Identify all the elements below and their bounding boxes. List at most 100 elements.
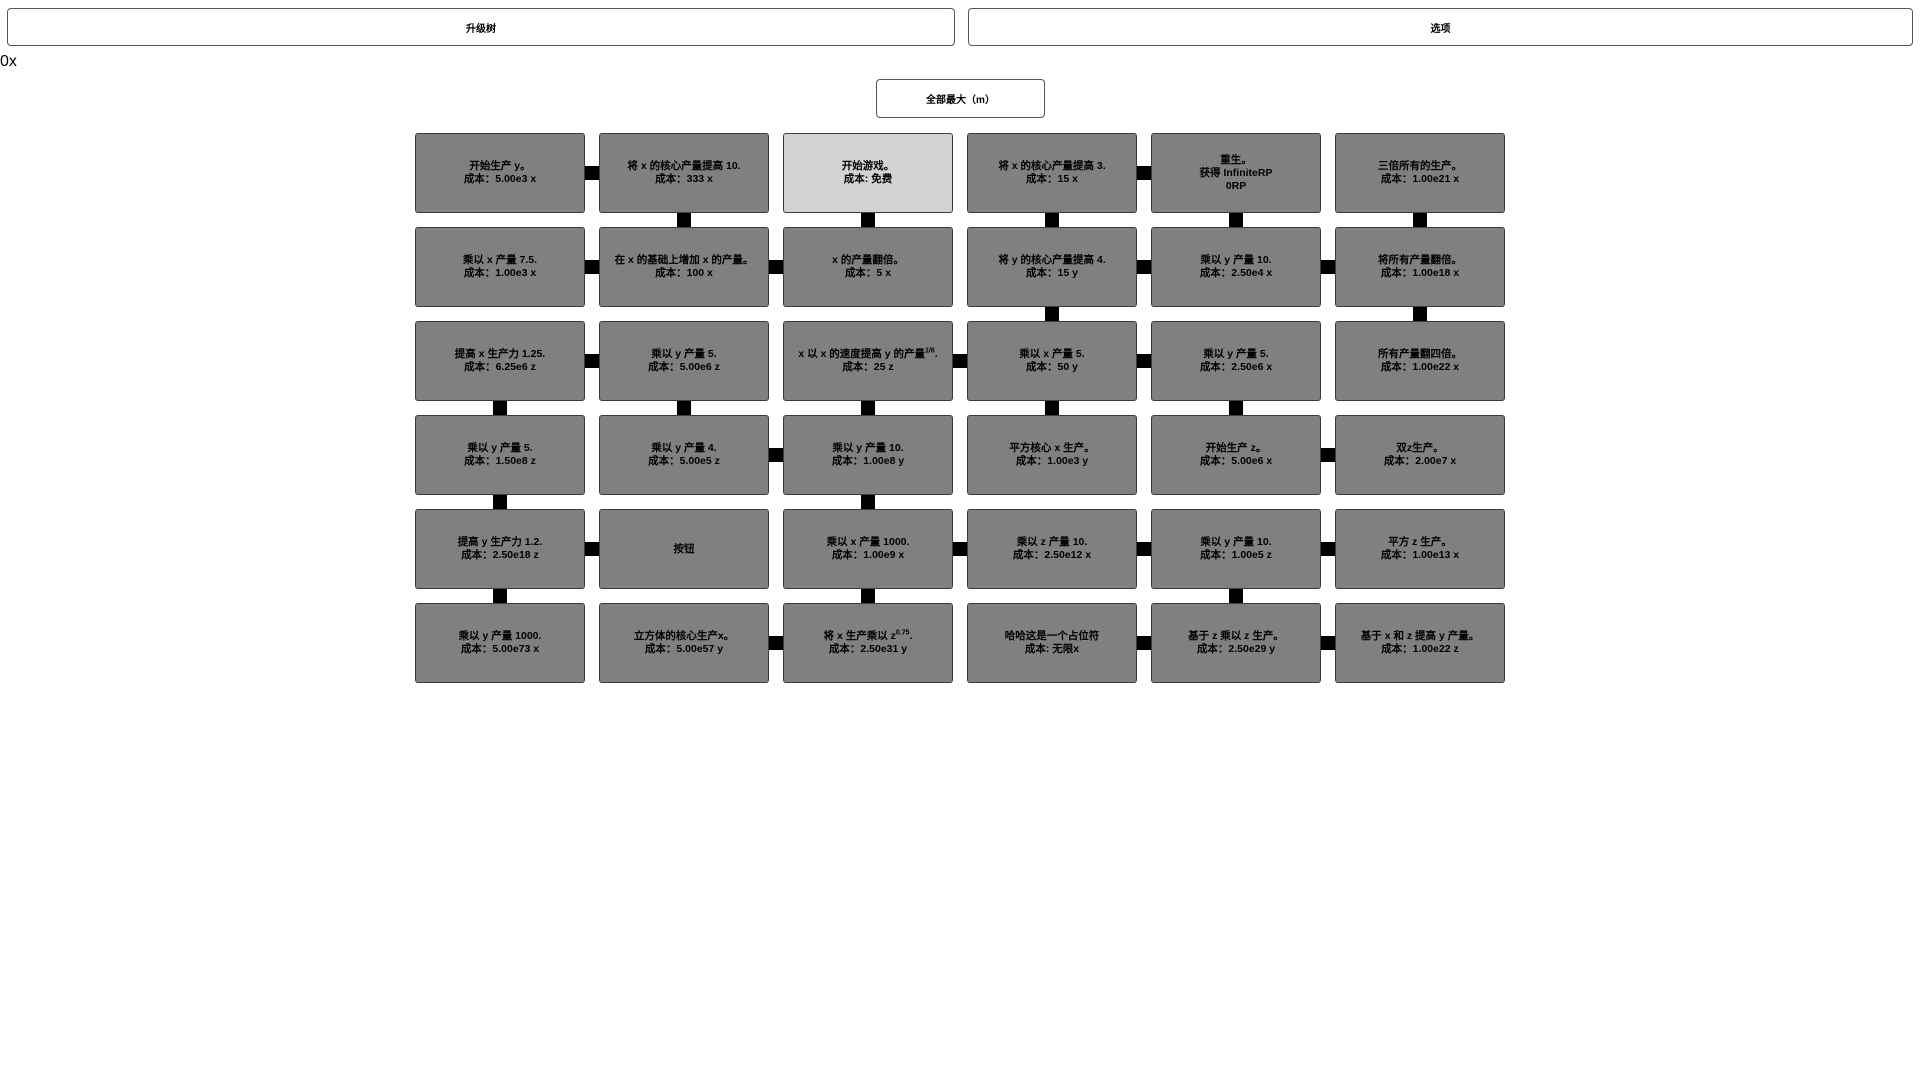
tree-connector xyxy=(583,166,601,180)
upgrade-description: 在 x 的基础上增加 x 的产量。 xyxy=(614,254,754,266)
upgrade-description: 双z生产。 xyxy=(1396,442,1444,454)
upgrade-x-times-z[interactable]: 将 x 生产乘以 z0.75.成本：2.50e31 y xyxy=(783,603,953,683)
tree-connector xyxy=(1229,399,1243,417)
upgrade-cost: 成本：2.50e4 x xyxy=(1199,267,1273,279)
tree-connector xyxy=(1319,260,1337,274)
upgrade-cost: 成本：1.00e22 x xyxy=(1380,361,1460,373)
upgrade-mult-y-4[interactable]: 乘以 y 产量 4.成本：5.00e5 z xyxy=(599,415,769,495)
upgrade-start-z[interactable]: 开始生产 z。成本：5.00e6 x xyxy=(1151,415,1321,495)
upgrade-mult-y-10-b[interactable]: 乘以 y 产量 10.成本：1.00e8 y xyxy=(783,415,953,495)
upgrade-description: 提高 x 生产力 1.25. xyxy=(454,348,546,360)
upgrade-cost: 成本：1.00e3 x xyxy=(463,267,537,279)
upgrade-description: 乘以 z 产量 10. xyxy=(1016,536,1088,548)
upgrade-mult-y-5-b[interactable]: 乘以 y 产量 5.成本：2.50e6 x xyxy=(1151,321,1321,401)
tab-upgrade-tree[interactable]: 升级树 xyxy=(7,8,955,46)
upgrade-mult-y-5-c[interactable]: 乘以 y 产量 5.成本：1.50e8 z xyxy=(415,415,585,495)
upgrade-double-all[interactable]: 将所有产量翻倍。成本：1.00e18 x xyxy=(1335,227,1505,307)
upgrade-description: 开始游戏。 xyxy=(841,160,895,172)
tree-connector xyxy=(583,354,601,368)
upgrade-z-mult-z[interactable]: 基于 z 乘以 z 生产。成本：2.50e29 y xyxy=(1151,603,1321,683)
upgrade-mult-y-5-a[interactable]: 乘以 y 产量 5.成本：5.00e6 z xyxy=(599,321,769,401)
upgrade-cost: 成本：2.50e29 y xyxy=(1196,643,1276,655)
upgrade-mult-z-10[interactable]: 乘以 z 产量 10.成本：2.50e12 x xyxy=(967,509,1137,589)
upgrade-square-core-x[interactable]: 平方核心 x 生产。成本：1.00e3 y xyxy=(967,415,1137,495)
upgrade-description: 将 x 的核心产量提高 3. xyxy=(998,160,1106,172)
upgrade-y-power-1-2[interactable]: 提高 y 生产力 1.2.成本：2.50e18 z xyxy=(415,509,585,589)
upgrade-cost: 成本：1.00e22 z xyxy=(1381,643,1459,655)
upgrade-add-x-base[interactable]: 在 x 的基础上增加 x 的产量。成本：100 x xyxy=(599,227,769,307)
upgrade-cost: 成本：2.00e7 x xyxy=(1383,455,1457,467)
upgrade-cost: 成本：1.00e21 x xyxy=(1380,173,1460,185)
tree-connector xyxy=(493,399,507,417)
upgrade-description: 将 x 生产乘以 z0.75. xyxy=(823,629,913,643)
upgrade-y-core-4[interactable]: 将 y 的核心产量提高 4.成本：15 y xyxy=(967,227,1137,307)
upgrade-double-x[interactable]: x 的产量翻倍。成本：5 x xyxy=(783,227,953,307)
upgrade-xz-boost-y[interactable]: 基于 x 和 z 提高 y 产量。成本：1.00e22 z xyxy=(1335,603,1505,683)
tree-connector xyxy=(1135,354,1153,368)
upgrade-cost: 0RP xyxy=(1225,179,1247,192)
tree-connector xyxy=(861,399,875,417)
tree-connector xyxy=(1135,542,1153,556)
upgrade-cost: 成本：333 x xyxy=(655,173,713,185)
upgrade-mult-x-5[interactable]: 乘以 x 产量 5.成本：50 y xyxy=(967,321,1137,401)
tree-connector xyxy=(1135,166,1153,180)
upgrade-cost: 成本: 免费 xyxy=(843,173,893,185)
upgrade-cost: 成本：5.00e73 x xyxy=(460,643,540,655)
upgrade-mult-y-1000[interactable]: 乘以 y 产量 1000.成本：5.00e73 x xyxy=(415,603,585,683)
upgrade-description: 立方体的核心生产x。 xyxy=(633,630,735,642)
upgrade-cost: 成本: 无限x xyxy=(1024,643,1080,655)
upgrade-cost: 成本：100 x xyxy=(655,267,713,279)
tab-options[interactable]: 选项 xyxy=(968,8,1913,46)
upgrade-description: 按钮 xyxy=(673,542,695,555)
upgrade-description: 开始生产 y。 xyxy=(469,160,531,172)
tree-connector xyxy=(1229,587,1243,605)
upgrade-cost: 成本：1.00e18 x xyxy=(1380,267,1460,279)
upgrade-double-z[interactable]: 双z生产。成本：2.00e7 x xyxy=(1335,415,1505,495)
upgrade-cost: 成本：15 y xyxy=(1026,267,1078,279)
upgrade-description: 重生。 xyxy=(1220,153,1252,166)
upgrade-start-game[interactable]: 开始游戏。成本: 免费 xyxy=(783,133,953,213)
upgrade-cost: 成本：1.00e3 y xyxy=(1015,455,1089,467)
upgrade-x-core-10[interactable]: 将 x 的核心产量提高 10.成本：333 x xyxy=(599,133,769,213)
upgrade-cost: 成本：2.50e12 x xyxy=(1012,549,1092,561)
tree-connector xyxy=(1135,260,1153,274)
upgrade-description: 乘以 y 产量 10. xyxy=(1200,536,1272,548)
upgrade-x-core-3[interactable]: 将 x 的核心产量提高 3.成本：15 x xyxy=(967,133,1137,213)
upgrade-button[interactable]: 按钮 xyxy=(599,509,769,589)
upgrade-cube-core-x[interactable]: 立方体的核心生产x。成本：5.00e57 y xyxy=(599,603,769,683)
upgrade-description: 乘以 x 产量 7.5. xyxy=(462,254,538,266)
tree-connector xyxy=(677,399,691,417)
upgrade-cost: 成本：5 x xyxy=(844,267,892,279)
upgrade-triple-all[interactable]: 三倍所有的生产。成本：1.00e21 x xyxy=(1335,133,1505,213)
upgrade-cost: 成本：5.00e6 x xyxy=(1199,455,1273,467)
tree-connector xyxy=(767,260,785,274)
upgrade-description: 乘以 x 产量 5. xyxy=(1019,348,1085,360)
upgrade-mult-y-10-c[interactable]: 乘以 y 产量 10.成本：1.00e5 z xyxy=(1151,509,1321,589)
upgrade-cost: 成本：1.00e8 y xyxy=(831,455,905,467)
upgrade-mult-x-1000[interactable]: 乘以 x 产量 1000.成本：1.00e9 x xyxy=(783,509,953,589)
tree-connector xyxy=(861,211,875,229)
upgrade-description: 所有产量翻四倍。 xyxy=(1378,348,1462,360)
max-all-button[interactable]: 全部最大（m） xyxy=(876,79,1045,118)
tree-connector xyxy=(861,493,875,511)
upgrade-mult-x-7-5[interactable]: 乘以 x 产量 7.5.成本：1.00e3 x xyxy=(415,227,585,307)
upgrade-cost: 成本：1.50e8 z xyxy=(464,455,536,467)
upgrade-description: 哈哈这是一个占位符 xyxy=(1004,630,1100,642)
upgrade-square-z[interactable]: 平方 z 生产。成本：1.00e13 x xyxy=(1335,509,1505,589)
upgrade-start-y[interactable]: 开始生产 y。成本：5.00e3 x xyxy=(415,133,585,213)
upgrade-x-boost-y[interactable]: x 以 x 的速度提高 y 的产量1/6.成本：25 z xyxy=(783,321,953,401)
upgrade-x-power-1-25[interactable]: 提高 x 生产力 1.25.成本：6.25e6 z xyxy=(415,321,585,401)
upgrade-mult-y-10-a[interactable]: 乘以 y 产量 10.成本：2.50e4 x xyxy=(1151,227,1321,307)
tree-connector xyxy=(493,587,507,605)
upgrade-description: 乘以 y 产量 10. xyxy=(832,442,904,454)
upgrade-description: 开始生产 z。 xyxy=(1205,442,1267,454)
upgrade-description: 乘以 y 产量 4. xyxy=(651,442,717,454)
upgrade-quad-all[interactable]: 所有产量翻四倍。成本：1.00e22 x xyxy=(1335,321,1505,401)
upgrade-description: x 的产量翻倍。 xyxy=(832,254,904,266)
upgrade-placeholder[interactable]: 哈哈这是一个占位符成本: 无限x xyxy=(967,603,1137,683)
tree-connector xyxy=(1319,636,1337,650)
upgrade-cost: 成本：5.00e3 x xyxy=(463,173,537,185)
upgrade-description: 基于 z 乘以 z 生产。 xyxy=(1188,630,1284,642)
